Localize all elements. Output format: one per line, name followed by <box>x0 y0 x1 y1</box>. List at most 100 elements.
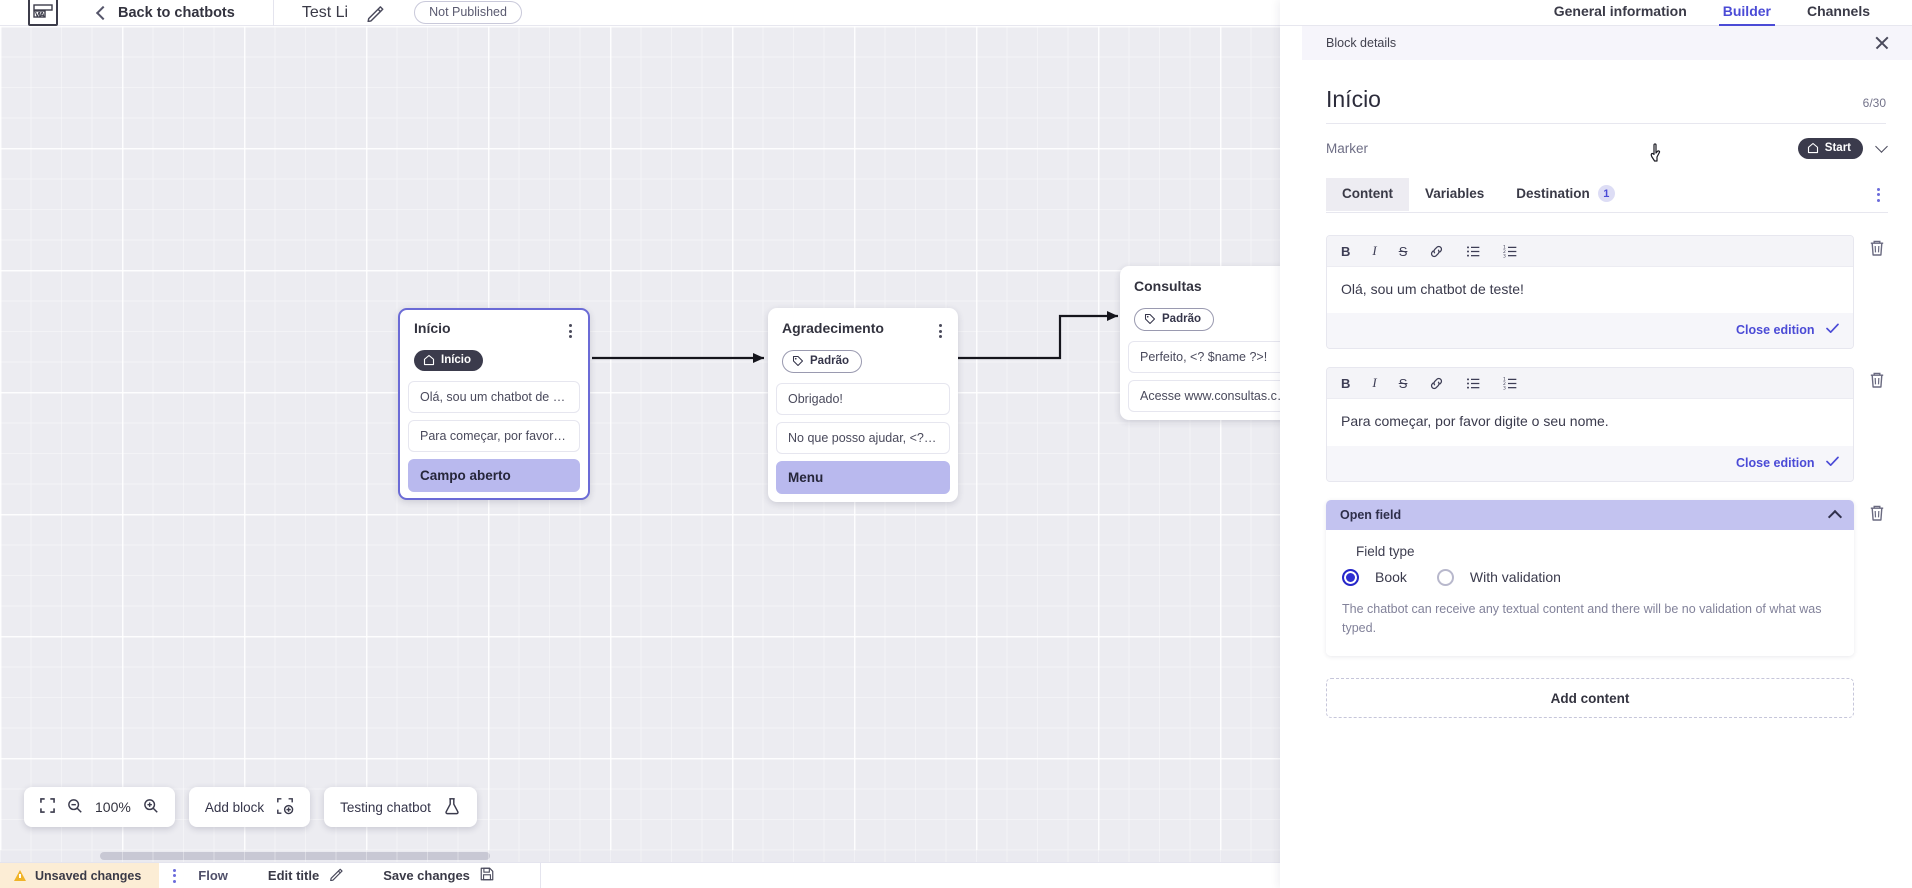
node-badge-padrao: Padrão <box>782 350 862 373</box>
italic-icon[interactable]: I <box>1372 375 1377 391</box>
flow-node-agradecimento[interactable]: Agradecimento Padrão Obrigado! No que po… <box>768 308 958 502</box>
delete-icon[interactable] <box>1868 371 1886 394</box>
bold-icon[interactable]: B <box>1341 243 1351 259</box>
editor-text[interactable]: Olá, sou um chatbot de teste! <box>1341 281 1524 297</box>
link-icon[interactable] <box>1429 376 1444 391</box>
strikethrough-icon[interactable]: S <box>1398 375 1408 391</box>
strikethrough-icon[interactable]: S <box>1398 243 1408 259</box>
tab-general-information[interactable]: General information <box>1553 2 1687 19</box>
add-block-label: Add block <box>204 799 265 815</box>
node-badge-label: Padrão <box>1162 313 1201 325</box>
tab-content-label: Content <box>1342 186 1393 201</box>
marker-badge-start[interactable]: Start <box>1797 138 1863 159</box>
flow-node-consultas[interactable]: Consultas Padrão Perfeito, <? $name ?>! … <box>1120 266 1310 420</box>
tab-destination-label: Destination <box>1516 186 1590 201</box>
flow-node-inicio[interactable]: Início Início Olá, sou um chatbot de tes… <box>398 308 590 500</box>
node-badge-row: Padrão <box>768 342 958 377</box>
node-row-highlight[interactable]: Menu <box>776 461 950 494</box>
tag-icon <box>1144 313 1156 325</box>
unsaved-changes-indicator: Unsaved changes <box>0 862 160 888</box>
node-row[interactable]: No que posso ajudar, <? $name ... <box>776 422 950 454</box>
footer-save-changes-button[interactable]: Save changes <box>383 867 494 884</box>
tab-builder[interactable]: Builder <box>1718 3 1776 27</box>
field-type-label: Field type <box>1356 543 1415 559</box>
close-edition-button[interactable]: Close edition <box>1736 323 1839 337</box>
edit-title-label: Edit title <box>267 868 320 883</box>
bulleted-list-icon[interactable] <box>1466 244 1481 259</box>
zoom-level: 100% <box>95 799 131 815</box>
close-icon[interactable] <box>1874 35 1890 51</box>
block-title-row: Início 6/30 <box>1302 60 1912 123</box>
svg-text:1: 1 <box>1503 244 1506 250</box>
node-menu-icon[interactable] <box>565 320 576 342</box>
node-badge-start: Início <box>414 350 484 371</box>
char-counter: 6/30 <box>1862 96 1886 110</box>
bulleted-list-icon[interactable] <box>1466 376 1481 391</box>
add-block-button[interactable]: Add block <box>188 787 311 827</box>
editor-footer: Close edition <box>1327 313 1853 349</box>
delete-icon[interactable] <box>1868 239 1886 262</box>
footer-flow-button[interactable]: Flow <box>198 868 228 883</box>
via-logo[interactable]: VIA <box>28 0 58 26</box>
node-row[interactable]: Obrigado! <box>776 383 950 415</box>
delete-icon[interactable] <box>1868 504 1886 527</box>
warning-icon <box>14 870 26 881</box>
node-title: Agradecimento <box>782 320 884 336</box>
back-to-chatbots-button[interactable]: Back to chatbots <box>95 4 235 21</box>
tab-content[interactable]: Content <box>1326 178 1409 211</box>
node-row[interactable]: Olá, sou um chatbot de teste! <box>408 381 580 413</box>
marker-control[interactable]: Start <box>1797 138 1888 159</box>
scrollbar-thumb[interactable] <box>100 852 490 860</box>
editor-text[interactable]: Para começar, por favor digite o seu nom… <box>1341 413 1609 430</box>
node-row-highlight[interactable]: Campo aberto <box>408 459 580 492</box>
close-edition-button[interactable]: Close edition <box>1736 456 1839 470</box>
link-icon[interactable] <box>1429 244 1444 259</box>
zoom-controls[interactable]: 100% <box>24 787 175 827</box>
node-row[interactable]: Perfeito, <? $name ?>! <box>1128 341 1302 373</box>
chevron-up-icon[interactable] <box>1827 509 1843 524</box>
back-label: Back to chatbots <box>118 4 235 21</box>
node-row[interactable]: Para começar, por favor digite o ... <box>408 420 580 452</box>
save-label: Save changes <box>383 868 470 883</box>
zoom-in-icon[interactable] <box>143 798 159 817</box>
zoom-out-icon[interactable] <box>67 798 83 817</box>
canvas-horizontal-scrollbar[interactable] <box>0 850 1560 862</box>
open-field-description: The chatbot can receive any textual cont… <box>1342 601 1822 635</box>
node-menu-icon[interactable] <box>935 320 946 342</box>
tab-channels[interactable]: Channels <box>1806 2 1870 19</box>
unsaved-label: Unsaved changes <box>35 868 142 883</box>
svg-text:2: 2 <box>1503 249 1506 255</box>
tab-destination[interactable]: Destination 1 <box>1500 177 1631 212</box>
node-row[interactable]: Acesse www.consultas.com par... <box>1128 380 1302 412</box>
node-header: Início <box>400 318 588 342</box>
footer-menu-icon[interactable] <box>173 868 177 883</box>
open-field-header[interactable]: Open field <box>1326 499 1854 530</box>
tab-variables[interactable]: Variables <box>1409 178 1500 211</box>
add-block-icon <box>276 797 294 818</box>
radio-with-validation-label: With validation <box>1469 569 1561 586</box>
pencil-icon[interactable] <box>366 4 384 22</box>
radio-book[interactable] <box>1342 568 1359 586</box>
chevron-down-icon[interactable] <box>1875 140 1888 153</box>
block-details-bar: Block details <box>1302 26 1912 60</box>
add-content-button[interactable]: Add content <box>1326 678 1854 719</box>
footer-edit-title-button[interactable]: Edit title <box>268 867 343 884</box>
italic-icon[interactable]: I <box>1372 243 1377 258</box>
radio-with-validation[interactable] <box>1436 568 1454 586</box>
tab-variables-label: Variables <box>1425 186 1485 201</box>
testing-chatbot-button[interactable]: Testing chatbot <box>324 787 477 827</box>
panel-more-options-icon[interactable] <box>1869 180 1888 210</box>
node-title: Início <box>414 320 451 336</box>
bold-icon[interactable]: B <box>1341 375 1351 391</box>
marker-value: Start <box>1824 142 1851 154</box>
save-disk-icon <box>480 867 494 884</box>
fit-screen-icon[interactable] <box>40 798 55 816</box>
node-rows: Obrigado! No que posso ajudar, <? $name … <box>768 377 958 494</box>
